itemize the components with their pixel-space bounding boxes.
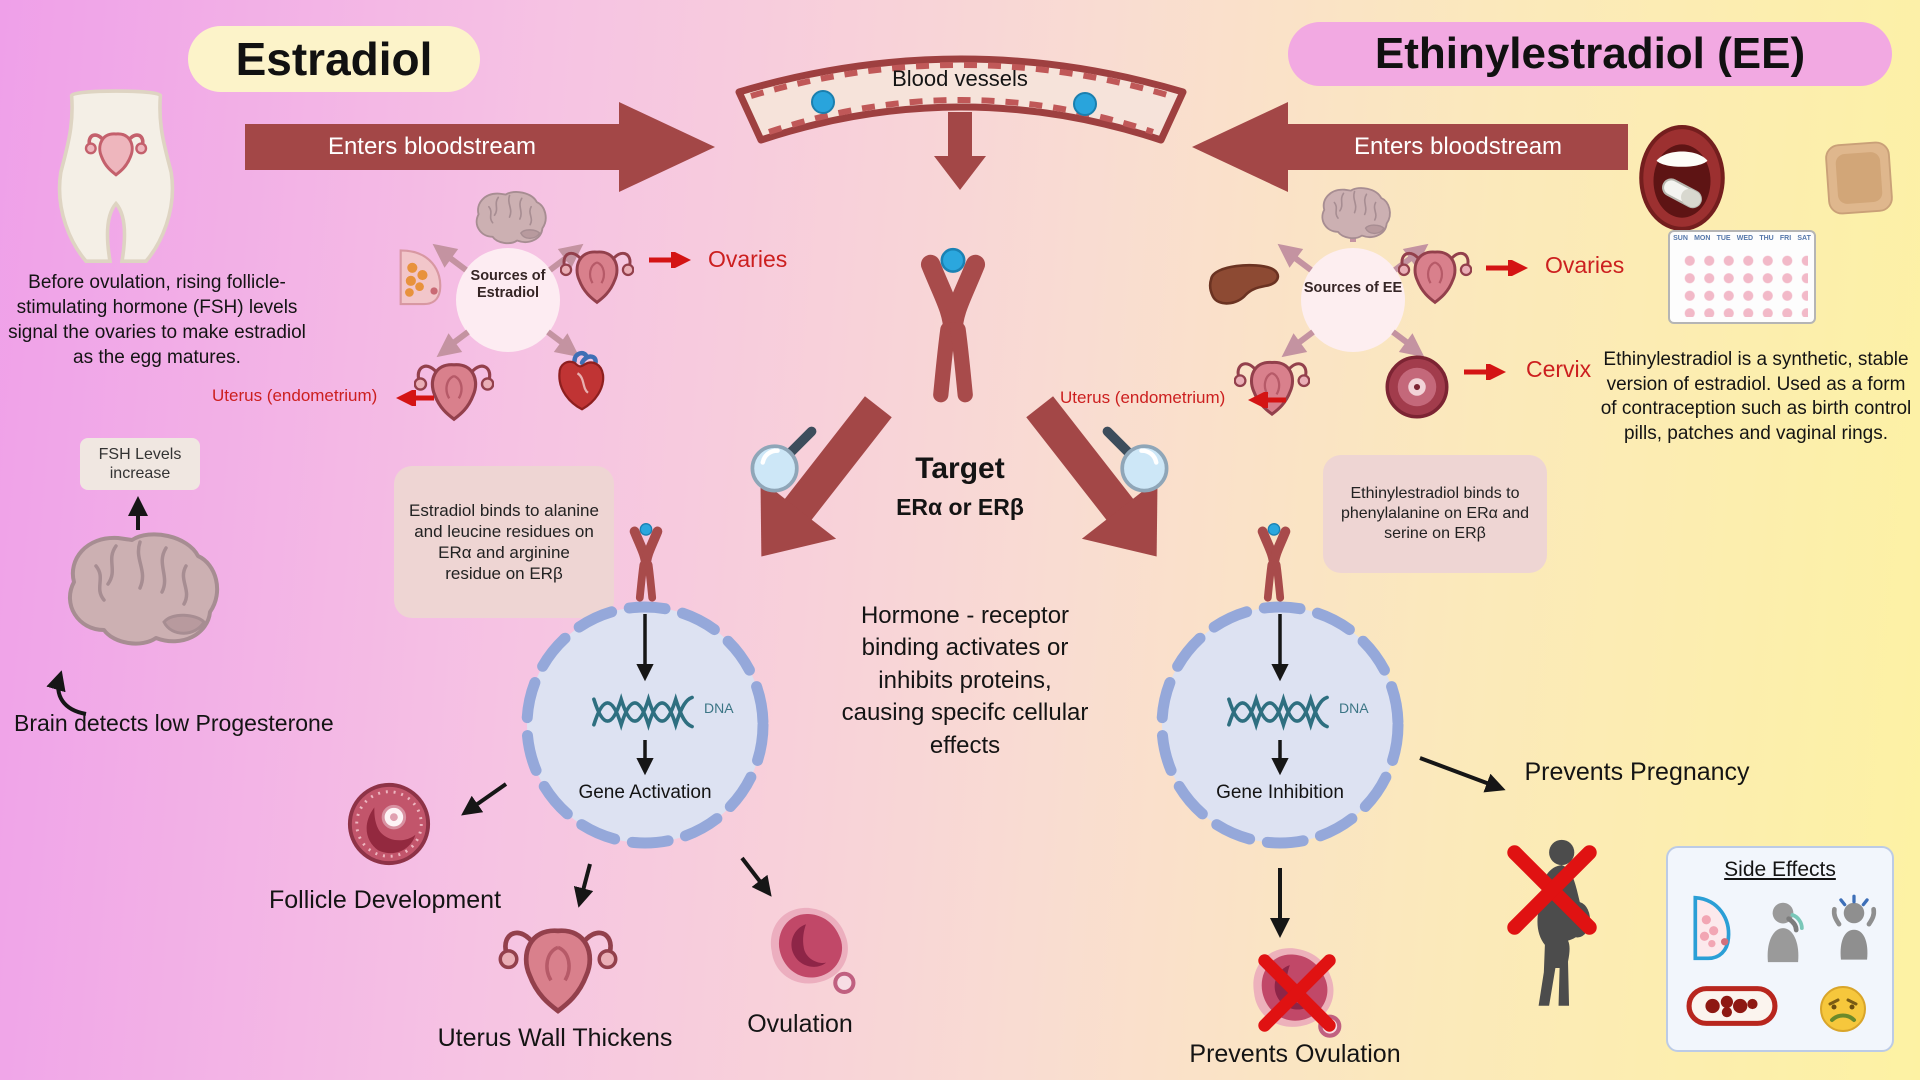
- ovulation-icon: [758, 902, 862, 998]
- brain-icon: [67, 532, 220, 646]
- arrowhead-left: [1192, 102, 1288, 192]
- dna-label-right: DNA: [1339, 700, 1369, 716]
- arrow-cell-to-uterus: [573, 863, 594, 908]
- calendar-day: SUN: [1673, 235, 1688, 242]
- dna-label-left: DNA: [704, 700, 734, 716]
- dna-icon: [592, 695, 694, 729]
- arrow-receptor-to-dna-right: [1271, 614, 1289, 682]
- breast-icon: [399, 249, 442, 306]
- side-effects-title: Side Effects: [1724, 858, 1836, 881]
- brain-caption: Brain detects low Progesterone: [14, 710, 334, 736]
- ovulation-label: Ovulation: [747, 1010, 853, 1038]
- liver-icon: [1208, 263, 1280, 305]
- breast-diagram-icon: [1693, 895, 1731, 961]
- contraceptive-patch-icon: [1825, 141, 1893, 215]
- fsh-levels-box: FSH Levels increase: [80, 438, 200, 490]
- brain-icon: [1321, 187, 1391, 240]
- nausea-person-icon: [1767, 902, 1804, 963]
- arrow-vessel-to-receptor: [934, 112, 986, 192]
- pill-dots-grid: [1676, 249, 1808, 317]
- arrowhead-right: [619, 102, 715, 192]
- heart-icon: [558, 350, 605, 411]
- calendar-day: THU: [1759, 235, 1774, 242]
- ovaries-label-right: Ovaries: [1545, 252, 1625, 278]
- cervix-label: Cervix: [1526, 356, 1592, 382]
- brain-icon: [475, 190, 547, 245]
- blood-vessel-icon: [735, 55, 1187, 144]
- ovaries-label-left: Ovaries: [708, 246, 788, 272]
- estrogen-receptor-icon: [1248, 518, 1300, 606]
- estrogen-receptor-icon: [902, 238, 1004, 411]
- hormone-dot-icon: [1073, 92, 1097, 116]
- arrow-caption-to-brain: [46, 670, 87, 716]
- uterus-icon: [498, 912, 618, 1018]
- target-title: Target: [915, 452, 1005, 485]
- arrow-cell-to-follicle: [461, 782, 508, 816]
- estradiol-binding-note: Estradiol binds to alanine and leucine r…: [394, 466, 614, 618]
- arrow-cell-to-pregnancy: [1419, 756, 1506, 793]
- arrow-brain-to-fsh: [128, 496, 148, 530]
- calendar-day: MON: [1694, 235, 1711, 242]
- target-subtitle: ERα or ERβ: [896, 494, 1024, 520]
- arrow-receptor-to-dna-left: [636, 614, 654, 682]
- dna-icon: [1227, 695, 1329, 729]
- magnifier-left-icon: [745, 424, 819, 498]
- uterus-wall-thickens-label: Uterus Wall Thickens: [437, 1024, 673, 1052]
- enters-bloodstream-left-label: Enters bloodstream: [245, 124, 619, 170]
- follicle-icon: [347, 782, 431, 866]
- calendar-day: SAT: [1797, 235, 1811, 242]
- gene-inhibition-label: Gene Inhibition: [1216, 782, 1344, 803]
- estrogen-receptor-icon: [620, 518, 672, 606]
- estradiol-intro-text: Before ovulation, rising follicle-stimul…: [8, 272, 306, 369]
- sources-estradiol-label: Sources of Estradiol: [470, 268, 546, 301]
- enters-bloodstream-right-label: Enters bloodstream: [1288, 124, 1628, 170]
- uterus-icon: [1234, 360, 1310, 416]
- ee-info-text: Ethinylestradiol is a synthetic, stable …: [1600, 349, 1912, 445]
- gene-activation-label: Gene Activation: [578, 782, 712, 803]
- arrow-dna-to-gene-left: [636, 740, 654, 776]
- arrow-to-uterus-label: [1248, 392, 1286, 408]
- arrow-to-ovaries-label: [649, 252, 691, 268]
- mechanism-text: Hormone - receptor binding activates or …: [841, 602, 1089, 759]
- follicle-development-label: Follicle Development: [268, 886, 502, 914]
- hormone-dot-icon: [811, 90, 835, 114]
- prevents-ovulation-label: Prevents Ovulation: [1189, 1040, 1401, 1068]
- arrow-to-ovaries-label: [1486, 260, 1528, 276]
- arrow-cell-to-ovulation: [740, 856, 772, 897]
- nausea-emoji-icon: [1820, 986, 1866, 1032]
- uterus-icon: [414, 363, 494, 421]
- uterus-endometrium-label-right: Uterus (endometrium): [1060, 388, 1226, 407]
- arrow-to-cervix-label: [1464, 364, 1506, 380]
- ee-bloodstream-arrow: Enters bloodstream: [1192, 102, 1628, 192]
- sources-ee-label: Sources of EE: [1303, 280, 1403, 296]
- cervix-icon: [1385, 355, 1449, 419]
- estradiol-bloodstream-arrow: Enters bloodstream: [245, 102, 715, 192]
- uterus-endometrium-label-left: Uterus (endometrium): [212, 386, 378, 405]
- side-effects-panel: Side Effects: [1666, 846, 1894, 1052]
- arrow-dna-to-gene-right: [1271, 740, 1289, 776]
- pill-calendar-icon: SUN MON TUE WED THU FRI SAT: [1668, 230, 1816, 324]
- stress-person-icon: [1831, 894, 1877, 960]
- calendar-day: WED: [1736, 235, 1754, 242]
- ee-title: Ethinylestradiol (EE): [1288, 22, 1892, 86]
- estradiol-title: Estradiol: [188, 26, 480, 92]
- arrow-to-uterus-label: [396, 390, 434, 406]
- blood-vessels-label: Blood vessels: [892, 66, 1028, 91]
- magnifier-right-icon: [1100, 424, 1174, 498]
- red-x-icon: [1494, 838, 1610, 942]
- red-x-icon: [1250, 948, 1344, 1038]
- blood-clot-icon: [1686, 986, 1778, 1026]
- uterus-icon: [560, 250, 634, 304]
- mouth-pill-icon: [1639, 125, 1725, 231]
- female-body-icon: [57, 89, 175, 263]
- calendar-day: TUE: [1716, 235, 1731, 242]
- ee-binding-note: Ethinylestradiol binds to phenylalanine …: [1323, 455, 1547, 573]
- arrow-cell-to-prevents-ovulation: [1270, 868, 1290, 938]
- prevents-pregnancy-label: Prevents Pregnancy: [1524, 758, 1750, 786]
- calendar-day: FRI: [1779, 235, 1792, 242]
- uterus-icon: [1398, 250, 1472, 304]
